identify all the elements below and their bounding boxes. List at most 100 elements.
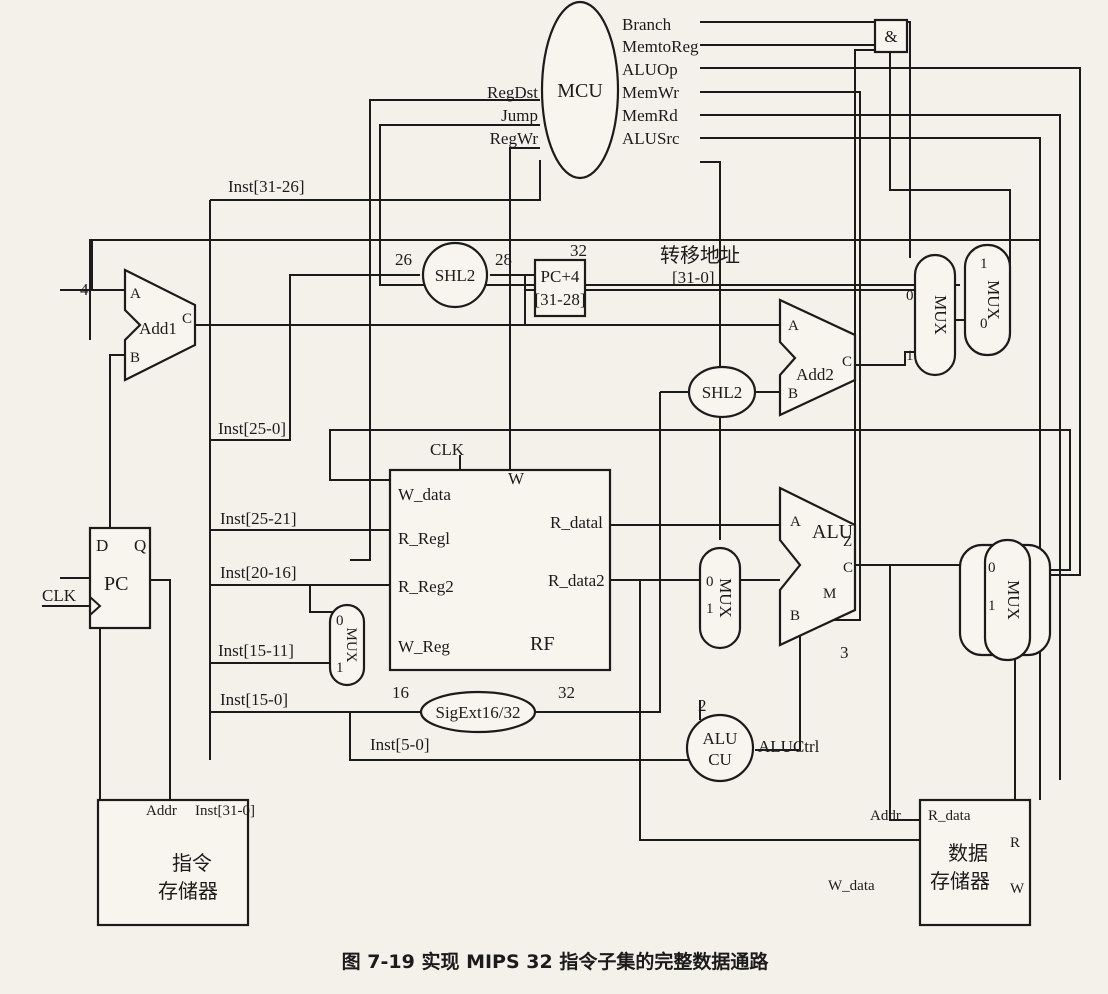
pc-port-q: Q — [134, 536, 146, 555]
alu-port-c: C — [843, 560, 853, 576]
mux-branch-label: MUX — [931, 295, 950, 335]
ctrl-memrd — [700, 137, 1041, 800]
mux-branch-in0: 0 — [906, 288, 914, 304]
pc-clk: CLK — [42, 586, 77, 605]
signal-memwr: MemWr — [622, 83, 679, 102]
pc-port-d: D — [96, 536, 108, 555]
ctrl-regwr — [509, 147, 540, 470]
signal-alusrc: ALUSrc — [622, 129, 680, 148]
and-gate-label: & — [884, 27, 897, 46]
wire-inst-25-0 — [210, 274, 420, 441]
imem-addr: Addr — [146, 803, 177, 819]
imem-out: Inst[31-0] — [195, 803, 255, 819]
and-gate: & — [873, 18, 909, 54]
data-memory: Addr R_data W_data R W 数据 存储器 — [828, 798, 1032, 927]
ctrl-regdst — [350, 99, 540, 561]
ctrl-branch — [700, 21, 911, 258]
shift-left-2-mid: SHL2 — [687, 365, 757, 419]
signal-memtoreg: MemtoReg — [622, 37, 699, 56]
dmem-w: W — [1010, 881, 1025, 897]
imem-title-1: 指令 — [172, 852, 212, 875]
dmem-r-data: R_data — [928, 808, 971, 824]
alucu-ctrl: ALUCtrl — [758, 737, 820, 756]
alu: ALU A B Z C M — [778, 486, 857, 647]
mux-alusrc-label: MUX — [716, 578, 735, 618]
shl2-top-label: SHL2 — [435, 266, 476, 285]
imem-title-2: 存储器 — [158, 880, 218, 903]
wire-writeback — [329, 429, 1071, 571]
rf-label: RF — [530, 633, 554, 655]
alucu-label-2: CU — [708, 750, 732, 769]
ctrl-memwr — [700, 114, 1061, 780]
field-inst-25-21: Inst[25-21] — [220, 509, 296, 528]
pc-plus-4-concat: 32 PC+4 [31-28] — [533, 241, 587, 318]
dmem-title-1: 数据 — [948, 842, 988, 865]
dmem-title-2: 存储器 — [930, 870, 990, 893]
jump-address-label: 转移地址 — [660, 244, 740, 267]
pc-register: D Q PC CLK — [42, 526, 152, 630]
alu-control-unit: ALU CU ALUCtrl 2 3 — [685, 643, 849, 783]
bus-width-16: 16 — [392, 683, 409, 702]
pc-label: PC — [104, 573, 128, 595]
signal-jump: Jump — [501, 106, 538, 125]
add2-port-b: B — [788, 386, 798, 402]
alu-port-a: A — [790, 514, 801, 530]
figure-caption: 图 7-19 实现 MIPS 32 指令子集的完整数据通路 — [342, 950, 770, 973]
mux-jump-in0: 0 — [980, 316, 988, 332]
jump-address-bits: [31-0] — [672, 268, 714, 287]
bus-width-32b: 32 — [558, 683, 575, 702]
add2-port-c: C — [842, 354, 852, 370]
alu-port-b: B — [790, 608, 800, 624]
rf-r-data2: R_data2 — [548, 571, 605, 590]
mux-branch: MUX 0 1 — [906, 253, 957, 377]
alucu-bits-in: 2 — [698, 696, 707, 715]
wire-rt-to-mux — [309, 585, 340, 613]
dmem-w-data: W_data — [828, 878, 875, 894]
alu-port-m: M — [823, 586, 836, 602]
alucu-bits-out: 3 — [840, 643, 849, 662]
rf-w: W — [508, 469, 525, 488]
rf-w-data: W_data — [398, 485, 451, 504]
dmem-addr: Addr — [870, 808, 901, 824]
mux-branch-in1: 1 — [906, 348, 914, 364]
rf-r-reg1: R_Regl — [398, 529, 450, 548]
field-inst-15-11: Inst[15-11] — [218, 641, 294, 660]
field-inst-15-0: Inst[15-0] — [220, 690, 288, 709]
signal-regwr: RegWr — [490, 129, 539, 148]
wire-add2-out — [855, 351, 915, 366]
mux-alusrc: MUX 0 1 — [698, 546, 742, 650]
pc4-label: PC+4 — [541, 267, 580, 286]
signal-branch: Branch — [622, 15, 672, 34]
signal-regdst: RegDst — [487, 83, 538, 102]
mux-regdst-in0: 0 — [336, 613, 344, 629]
rf-clk: CLK — [430, 440, 465, 459]
mux-memtoreg-body — [983, 538, 1032, 662]
add1-port-b: B — [130, 350, 140, 366]
field-inst-31-26: Inst[31-26] — [228, 177, 304, 196]
wire-pc-to-add1 — [109, 354, 125, 555]
ctrl-alusrc — [700, 161, 721, 540]
field-inst-5-0: Inst[5-0] — [370, 735, 429, 754]
mux-memtoreg-in1: 1 — [988, 598, 996, 614]
bus-width-26: 26 — [395, 250, 412, 269]
field-inst-25-0: Inst[25-0] — [218, 419, 286, 438]
mux-alusrc-in1: 1 — [706, 601, 714, 617]
wire-shl2-mid — [535, 391, 780, 713]
constant-four: 4 — [80, 280, 89, 299]
mcu-control-unit: MCU Branch MemtoReg ALUOp MemWr MemRd AL… — [487, 0, 699, 180]
signal-aluop: ALUOp — [622, 60, 678, 79]
sigext-label: SigExt16/32 — [435, 703, 520, 722]
adder-add2: Add2 A B C — [778, 298, 857, 417]
ctrl-memtoreg — [700, 67, 1081, 576]
ctrl-jump — [379, 124, 960, 286]
mux-jump-label: MUX — [984, 280, 1003, 320]
mux-memtoreg-label: MUX — [1004, 580, 1023, 620]
wire-zero-to-and — [854, 49, 875, 545]
register-file: CLK W W_data R_Regl R_Reg2 W_Reg R_datal… — [388, 440, 612, 672]
pc4-bits: [31-28] — [535, 290, 586, 309]
wire-inst-31-26 — [210, 160, 541, 201]
wire-jump-addr — [490, 274, 915, 291]
add1-port-a: A — [130, 286, 141, 302]
